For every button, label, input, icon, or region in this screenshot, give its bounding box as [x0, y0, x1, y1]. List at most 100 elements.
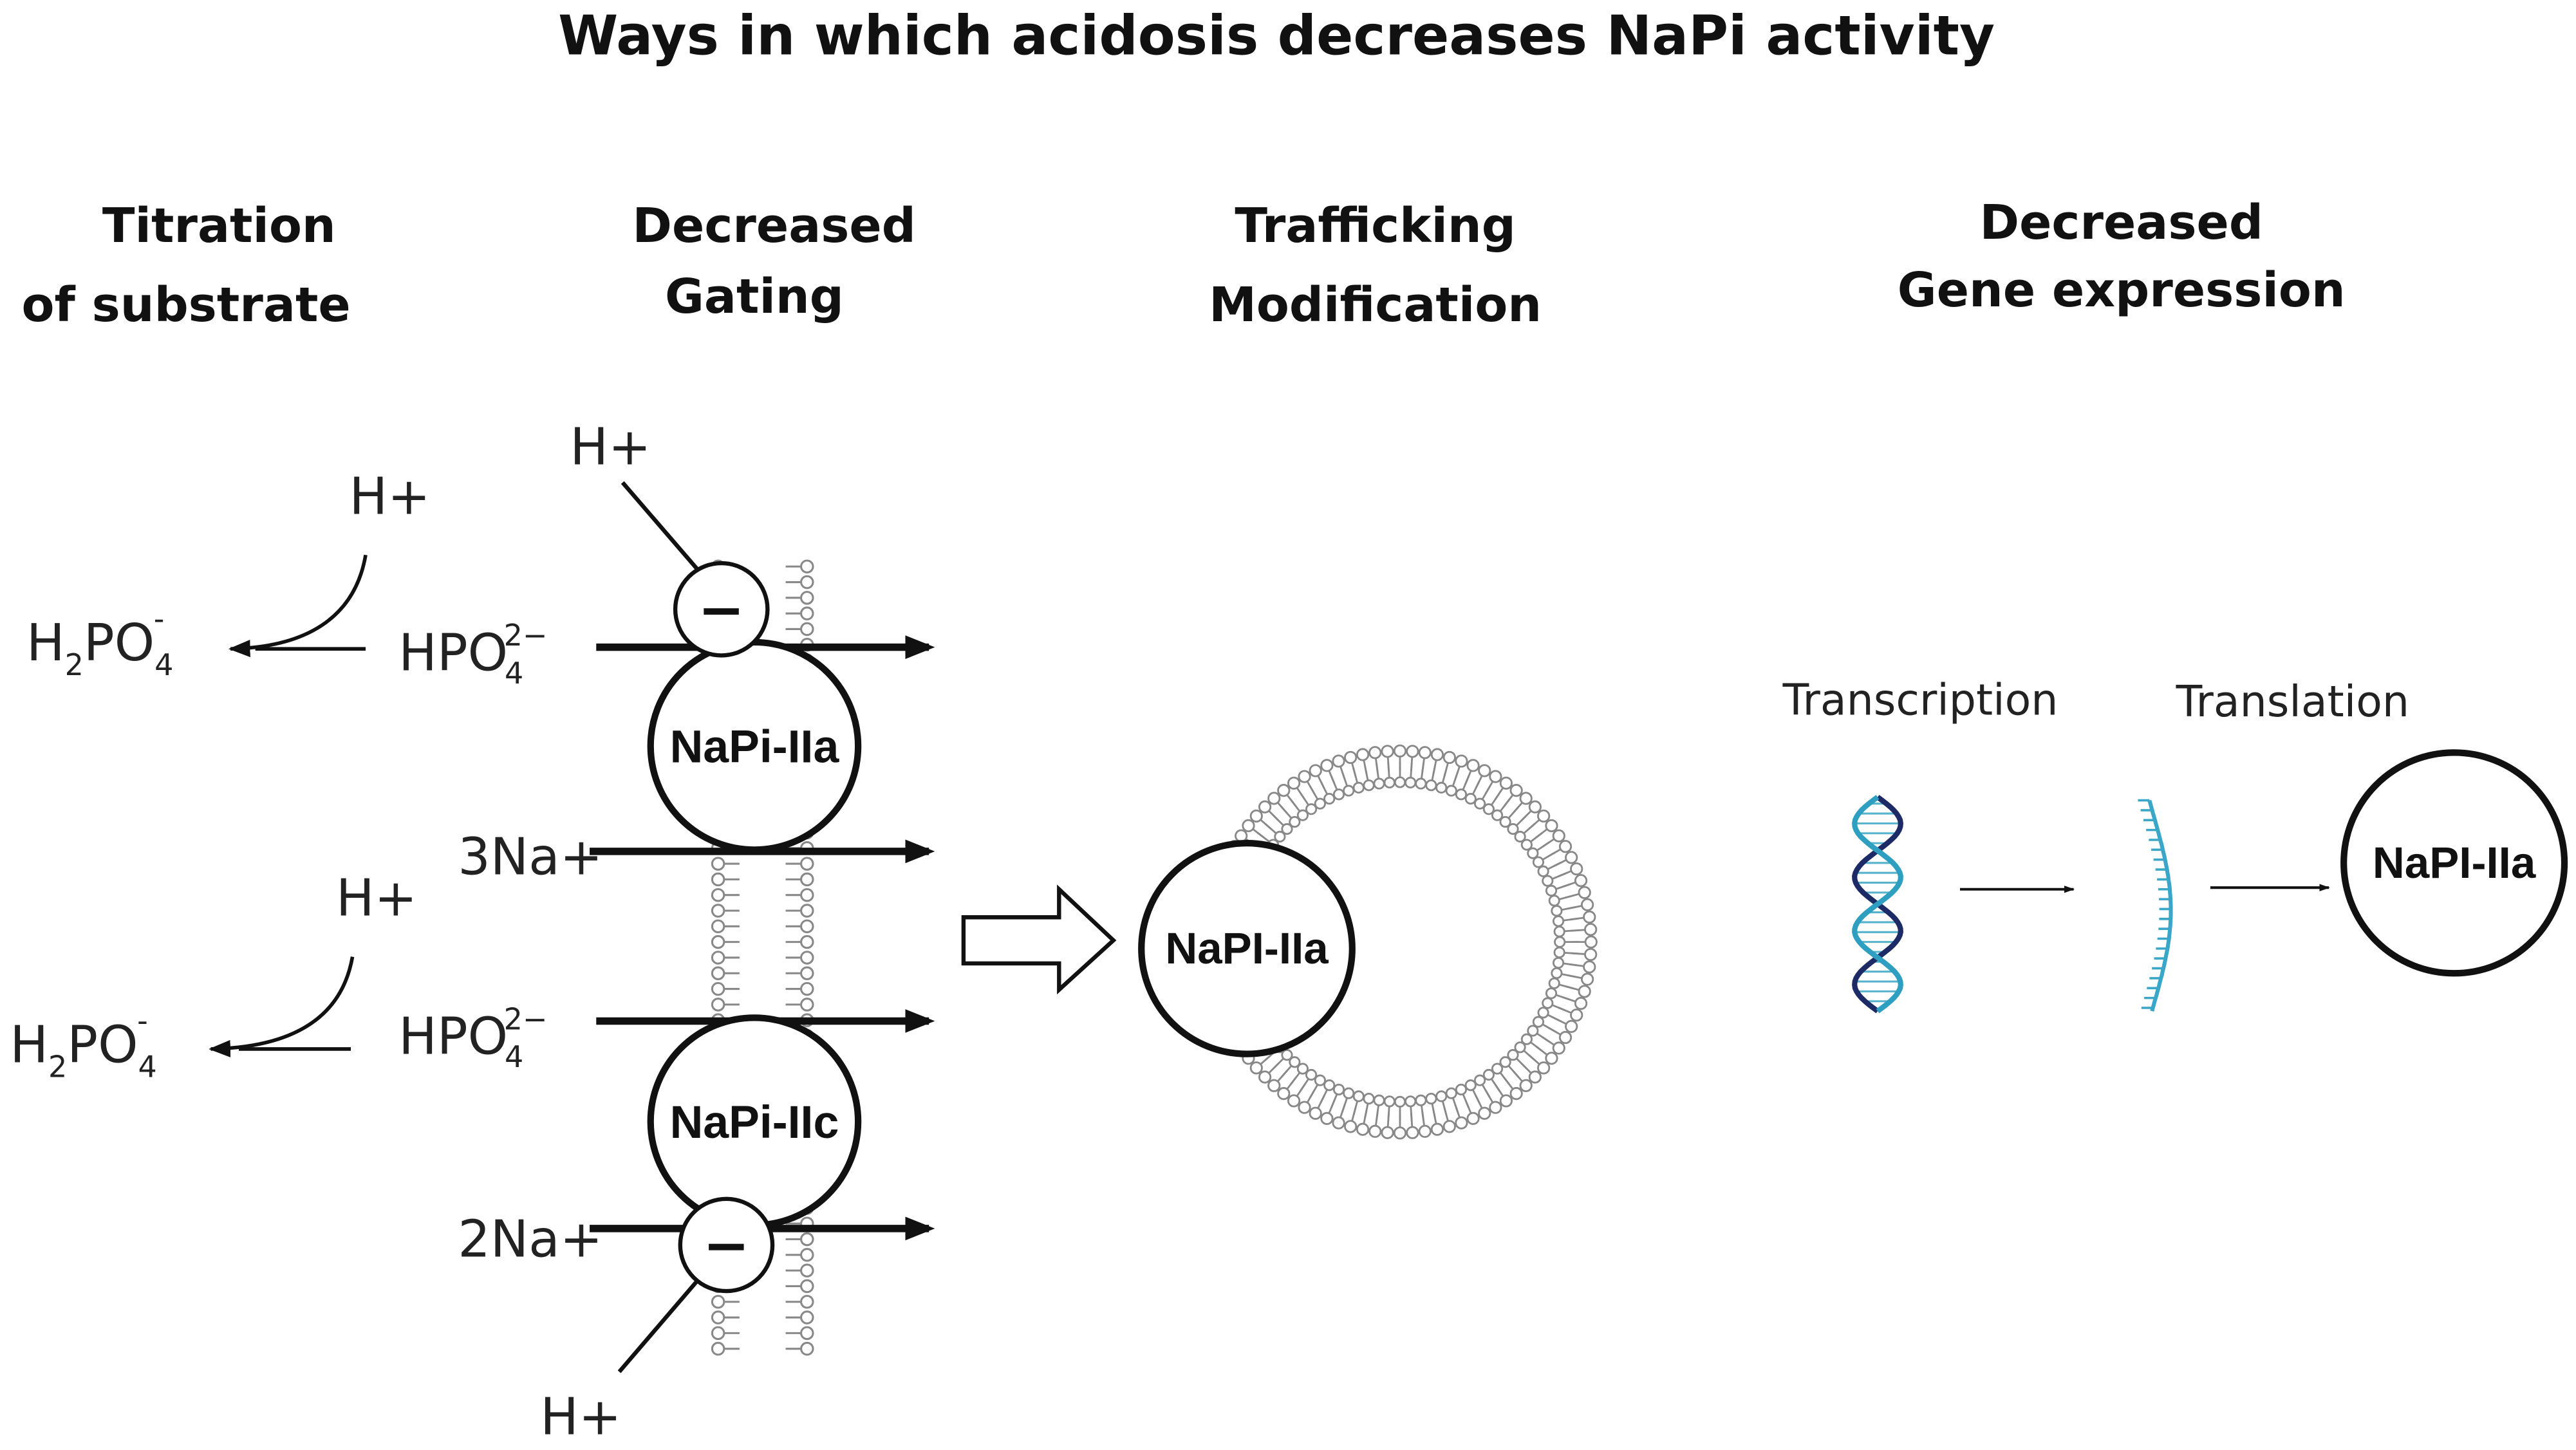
translation-label: Translation: [2176, 676, 2409, 727]
lipid-head: [1418, 746, 1432, 759]
lipid-head: [1528, 800, 1542, 813]
lipid-head: [1553, 925, 1565, 938]
lipid-head: [1464, 792, 1477, 805]
lipid-head: [1455, 1116, 1468, 1129]
lipid-head: [800, 904, 814, 918]
lipid-head: [1554, 936, 1566, 948]
lipid-head: [1442, 750, 1456, 765]
heading-titration-line1: Titration: [102, 198, 336, 254]
gating-proton-top: H+ −: [570, 417, 770, 658]
heading-expression-line1: Decreased: [1980, 195, 2263, 250]
heading-trafficking-line1: Trafficking: [1235, 198, 1516, 254]
vesicle-membrane: [1202, 744, 1598, 1140]
lipid-head: [1537, 809, 1551, 823]
lipid-head: [1287, 776, 1301, 790]
lipid-head: [800, 888, 814, 902]
lipid-head: [1383, 1095, 1395, 1108]
lipid-head: [1551, 905, 1563, 917]
minus-sign: −: [703, 1213, 750, 1278]
lipid-head: [1344, 750, 1358, 765]
lipid-head: [1548, 895, 1560, 907]
transporter-label: NaPi-IIa: [670, 721, 840, 773]
lipid-head: [1455, 754, 1468, 768]
lipid-head: [1430, 1122, 1444, 1136]
lipid-head: [1405, 776, 1417, 789]
lipid-head: [1473, 797, 1486, 810]
lipid-head: [1519, 792, 1533, 805]
lipid-head: [1548, 977, 1560, 989]
lipid-head: [1574, 996, 1588, 1010]
lipid-head: [1584, 935, 1598, 949]
mrna-backbone: [2147, 799, 2173, 1012]
expressed-napi-iia: NaPI-IIa: [2340, 749, 2568, 977]
lipid-head: [800, 1294, 814, 1309]
lipid-head: [800, 998, 814, 1012]
lipid-head: [1532, 856, 1545, 868]
lipid-head: [800, 934, 814, 949]
transporter-label: NaPI-IIa: [2373, 837, 2536, 888]
lipid-head: [1464, 1079, 1477, 1092]
lipid-head: [1507, 1049, 1519, 1061]
lipid-head: [1332, 1116, 1345, 1129]
protonation-arrow: [228, 554, 368, 658]
napi-iic-transporter: NaPi-IIc: [647, 1014, 862, 1229]
lipid-head: [1415, 777, 1427, 790]
lipid-head: [800, 559, 814, 573]
lipid-head: [1537, 865, 1549, 877]
lipid-head: [1580, 898, 1594, 911]
lipid-head: [1249, 809, 1263, 823]
lipid-head: [1305, 1068, 1318, 1081]
lipid-head: [800, 951, 814, 965]
internalized-napi-iia: NaPI-IIa: [1138, 839, 1356, 1057]
lipid-head: [711, 904, 725, 918]
lipid-head: [1274, 830, 1286, 843]
lipid-head: [1418, 1124, 1432, 1139]
lipid-head: [1584, 923, 1598, 936]
lipid-head: [1482, 1068, 1495, 1081]
lipid-head: [1537, 1007, 1549, 1019]
heading-titration-line2: of substrate: [22, 277, 351, 333]
lipid-head: [1445, 1087, 1457, 1099]
lipid-head: [800, 591, 814, 605]
lipid-head: [1258, 1070, 1272, 1084]
lipid-head: [1298, 1101, 1311, 1114]
lipid-head: [1545, 1052, 1558, 1065]
transporter-label: NaPI-IIa: [1165, 923, 1329, 973]
lipid-head: [1519, 1079, 1533, 1092]
lipid-head: [1537, 1061, 1551, 1075]
lipid-head: [1466, 759, 1480, 772]
lipid-head: [711, 1310, 725, 1325]
minus-sign: −: [698, 577, 745, 642]
lipid-head: [1570, 862, 1583, 876]
lipid-head: [1425, 1092, 1437, 1105]
lipid-head: [711, 919, 725, 934]
lipid-head: [1542, 997, 1554, 1009]
proton-label: H+: [336, 868, 417, 928]
lipid-head: [711, 951, 725, 965]
sodium-label-c: 2Na+: [458, 1209, 602, 1269]
lipid-head: [1435, 781, 1448, 794]
lipid-head: [1289, 1056, 1301, 1068]
lipid-head: [1489, 1101, 1502, 1114]
phosphate-label: HPO42−: [398, 1001, 547, 1074]
lipid-head: [711, 966, 725, 980]
lipid-head: [1442, 1120, 1456, 1133]
lipid-head: [800, 606, 814, 620]
lipid-head: [1352, 1090, 1365, 1102]
lipid-head: [1565, 851, 1578, 864]
lipid-head: [1296, 1063, 1309, 1075]
titration-reaction-bottom: H+ H2PO4-: [10, 868, 417, 1084]
lipid-head: [1323, 1079, 1336, 1092]
lipid-head: [800, 857, 814, 871]
lipid-head: [1580, 972, 1594, 986]
lipid-head: [1344, 1120, 1358, 1133]
lipid-head: [711, 857, 725, 871]
lipid-head: [1491, 809, 1504, 821]
lipid-head: [1578, 985, 1591, 998]
gating-proton-bottom: − H+: [540, 1196, 775, 1447]
lipid-head: [1570, 1008, 1583, 1022]
lipid-head: [1551, 967, 1563, 980]
lipid-head: [1583, 910, 1596, 924]
lipid-head: [1383, 776, 1395, 789]
